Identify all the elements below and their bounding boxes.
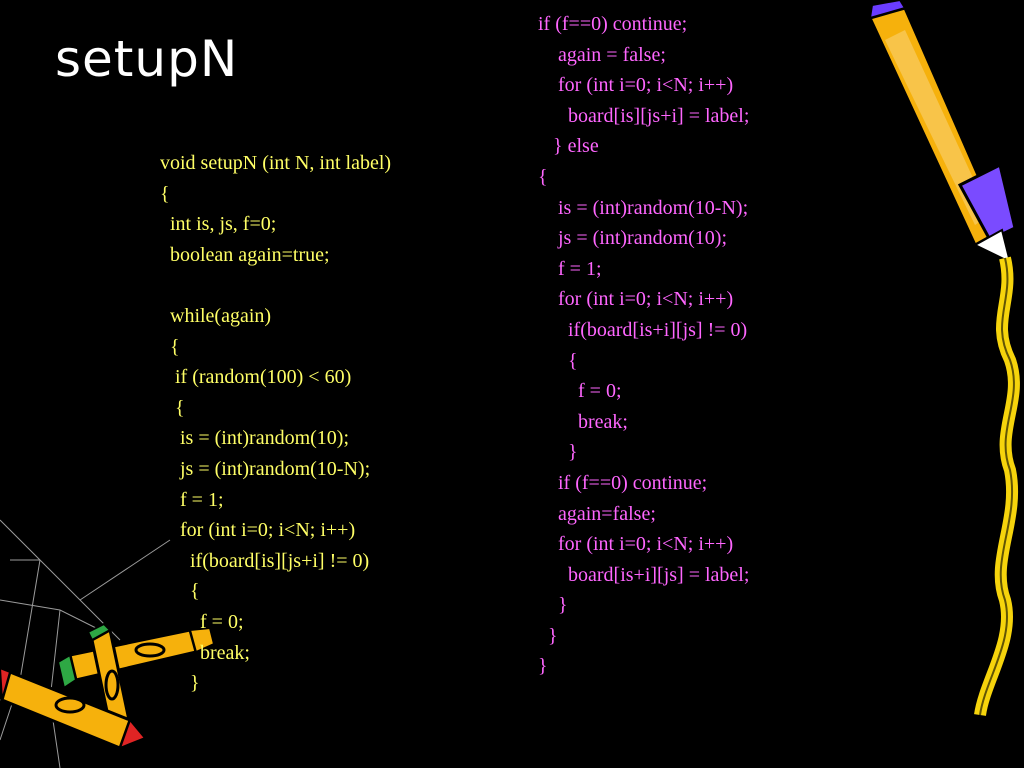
code-line: { (538, 165, 548, 188)
code-line: } (160, 672, 200, 695)
code-line: f = 1; (538, 257, 602, 280)
pencil-icon (867, 0, 1020, 717)
code-line (160, 270, 391, 301)
code-line: if(board[is][js+i] != 0) (160, 549, 370, 572)
code-line: } (538, 624, 558, 647)
code-line: boolean again=true; (160, 243, 330, 266)
code-line: again=false; (538, 502, 656, 525)
code-line: f = 1; (160, 488, 224, 511)
code-line: js = (int)random(10); (538, 227, 728, 250)
code-line: f = 0; (160, 610, 244, 633)
code-line: { (160, 335, 180, 358)
code-line: } (538, 655, 548, 678)
code-line: is = (int)random(10); (160, 427, 350, 450)
code-line: } else (538, 135, 599, 158)
code-line: f = 0; (538, 380, 622, 403)
code-line: for (int i=0; i<N; i++) (538, 74, 734, 97)
code-line: for (int i=0; i<N; i++) (538, 288, 734, 311)
code-block-right: if (f==0) continue; again = false; for (… (538, 9, 749, 682)
code-line: void setupN (int N, int label) (160, 152, 392, 174)
code-line: if(board[is+i][js] != 0) (538, 318, 748, 341)
code-line: int is, js, f=0; (160, 213, 277, 236)
code-line: while(again) (160, 304, 272, 327)
code-line: is = (int)random(10-N); (538, 196, 749, 219)
code-line: if (f==0) continue; (538, 471, 708, 494)
code-line: break; (160, 641, 250, 664)
code-line: { (160, 396, 185, 419)
code-line: for (int i=0; i<N; i++) (538, 533, 734, 556)
code-line: { (160, 580, 200, 603)
code-line: board[is][js+i] = label; (538, 104, 750, 127)
code-line: break; (538, 410, 628, 433)
crayon-icon (0, 622, 216, 750)
code-block-left: void setupN (int N, int label) { int is, … (160, 148, 391, 699)
slide-title: setupN (55, 30, 239, 88)
code-line: js = (int)random(10-N); (160, 457, 371, 480)
code-line: board[is+i][js] = label; (538, 563, 750, 586)
code-line: if (f==0) continue; (538, 13, 688, 35)
code-line: again = false; (538, 43, 666, 66)
code-line: { (160, 182, 170, 205)
code-line: } (538, 441, 578, 464)
code-line: { (538, 349, 578, 372)
code-line: if (random(100) < 60) (160, 366, 352, 389)
code-line: } (538, 594, 568, 617)
code-line: for (int i=0; i<N; i++) (160, 519, 356, 542)
